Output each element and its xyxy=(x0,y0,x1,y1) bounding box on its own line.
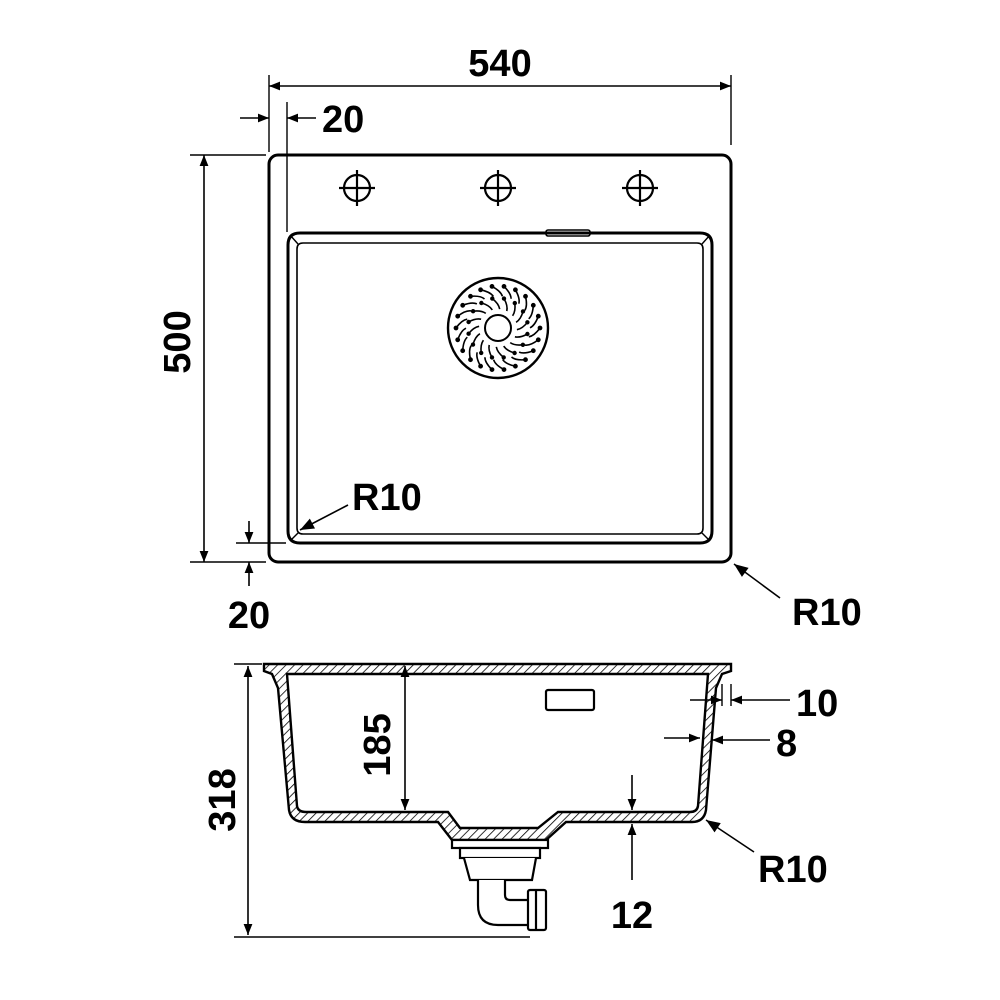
total-height-label: 318 xyxy=(202,768,244,831)
drain-strainer xyxy=(446,276,550,380)
strainer-slot-dot xyxy=(523,357,528,363)
outer-radius-leader xyxy=(733,563,781,599)
sink-outer-outline xyxy=(267,153,733,564)
strainer-slot-dot xyxy=(501,355,506,360)
strainer-slot-dot xyxy=(466,319,471,325)
strainer-slot-dot xyxy=(513,363,518,369)
strainer-slot-dot xyxy=(489,367,495,373)
strainer-slot-dot xyxy=(535,337,541,343)
overflow-slot xyxy=(545,229,591,237)
strainer-slot-dot xyxy=(478,287,484,293)
strainer-slot-dot xyxy=(530,348,536,354)
strainer-slot-dot xyxy=(513,287,518,293)
chamfer-line xyxy=(701,234,711,245)
width-dimension-label: 540 xyxy=(468,43,531,85)
tap-hole-2 xyxy=(480,170,516,206)
strainer-slot-dot xyxy=(479,350,484,356)
inner-radius-leader xyxy=(299,504,349,531)
strainer-slot-dot xyxy=(460,302,466,308)
strainer-slot-dot xyxy=(453,325,459,331)
strainer-slot-dot xyxy=(501,283,507,289)
overflow-opening xyxy=(544,688,596,712)
floor-label: 12 xyxy=(611,895,653,937)
strainer-slot-dot xyxy=(479,300,484,306)
strainer-slot-dot xyxy=(489,283,495,289)
strainer-slot-dot xyxy=(470,342,476,347)
basin-outline xyxy=(286,231,714,545)
strainer-slot-dot xyxy=(512,300,517,306)
strainer-slot-dot xyxy=(468,357,473,363)
strainer-slot-dot xyxy=(501,296,507,301)
bowl-depth-label: 185 xyxy=(357,713,399,776)
tap-hole-3 xyxy=(622,170,658,206)
left-margin-label: 20 xyxy=(322,99,364,141)
wall-label: 8 xyxy=(776,723,797,765)
tap-hole-1 xyxy=(339,170,375,206)
section-view: 318 185 10 8 12 R10 xyxy=(202,662,838,938)
strainer-slot-dot xyxy=(455,313,461,319)
corner-radius-leader xyxy=(705,819,755,853)
strainer-slot-dot xyxy=(530,302,536,308)
section-wall xyxy=(262,662,733,842)
inner-radius-label: R10 xyxy=(352,477,422,519)
strainer-slot-dot xyxy=(525,320,530,325)
strainer-slot-dot xyxy=(525,331,530,337)
strainer-slot-dot xyxy=(501,367,507,373)
strainer-slot-dot xyxy=(520,309,526,314)
strainer-slot-dot xyxy=(466,331,471,336)
basin-inner-outline xyxy=(296,242,704,535)
outer-radius-label: R10 xyxy=(792,592,862,634)
strainer-slot-dot xyxy=(512,350,517,356)
strainer-slot-dot xyxy=(537,325,543,331)
corner-radius-label: R10 xyxy=(758,849,828,891)
strainer-slot-dot xyxy=(468,293,473,299)
strainer-slot-dot xyxy=(520,342,526,347)
strainer-slot-dot xyxy=(523,293,528,299)
rim-label: 10 xyxy=(796,683,838,725)
strainer-slot-dot xyxy=(478,363,484,369)
strainer-slot-dot xyxy=(490,296,495,301)
height-dimension-label: 500 xyxy=(157,310,199,373)
chamfer-line xyxy=(289,532,299,542)
chamfer-line xyxy=(289,234,299,245)
strainer-slot-dot xyxy=(455,337,461,343)
bottom-margin-label: 20 xyxy=(228,595,270,637)
strainer-slot-dot xyxy=(535,313,541,319)
top-view: 540 20 500 20 R10 R10 xyxy=(157,43,862,637)
strainer-slot-dot xyxy=(489,355,495,360)
chamfer-line xyxy=(701,532,711,542)
strainer-slot-dot xyxy=(470,309,476,314)
drain-fitting xyxy=(450,838,550,932)
strainer-slot-dot xyxy=(460,348,466,354)
